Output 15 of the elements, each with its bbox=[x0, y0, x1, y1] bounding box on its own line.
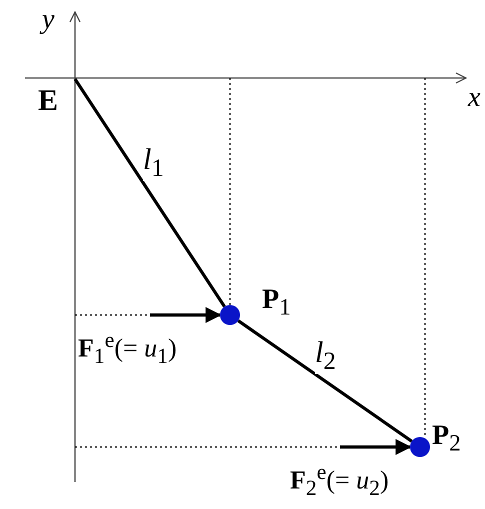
point-dot bbox=[410, 437, 430, 457]
edge-label: l$_{2}$ bbox=[315, 338, 336, 374]
point-label: P$_{1}$ bbox=[262, 286, 291, 320]
link-rod bbox=[74, 78, 226, 308]
force-arrow bbox=[340, 439, 412, 455]
point-label: P$_{2}$ bbox=[432, 422, 461, 456]
point-dot bbox=[220, 305, 240, 325]
point-label: E bbox=[38, 84, 58, 117]
link-rod bbox=[237, 319, 413, 443]
force-arrow bbox=[150, 307, 222, 323]
edge-label: l$_{1}$ bbox=[143, 145, 164, 181]
axis-label: y bbox=[42, 6, 54, 34]
axis-label: x bbox=[468, 84, 480, 112]
edge-label: F$_{2}$$^{e}$(= u$_{2}$) bbox=[290, 462, 389, 500]
edge-label: F$_{1}$$^{e}$(= u$_{1}$) bbox=[78, 330, 177, 368]
